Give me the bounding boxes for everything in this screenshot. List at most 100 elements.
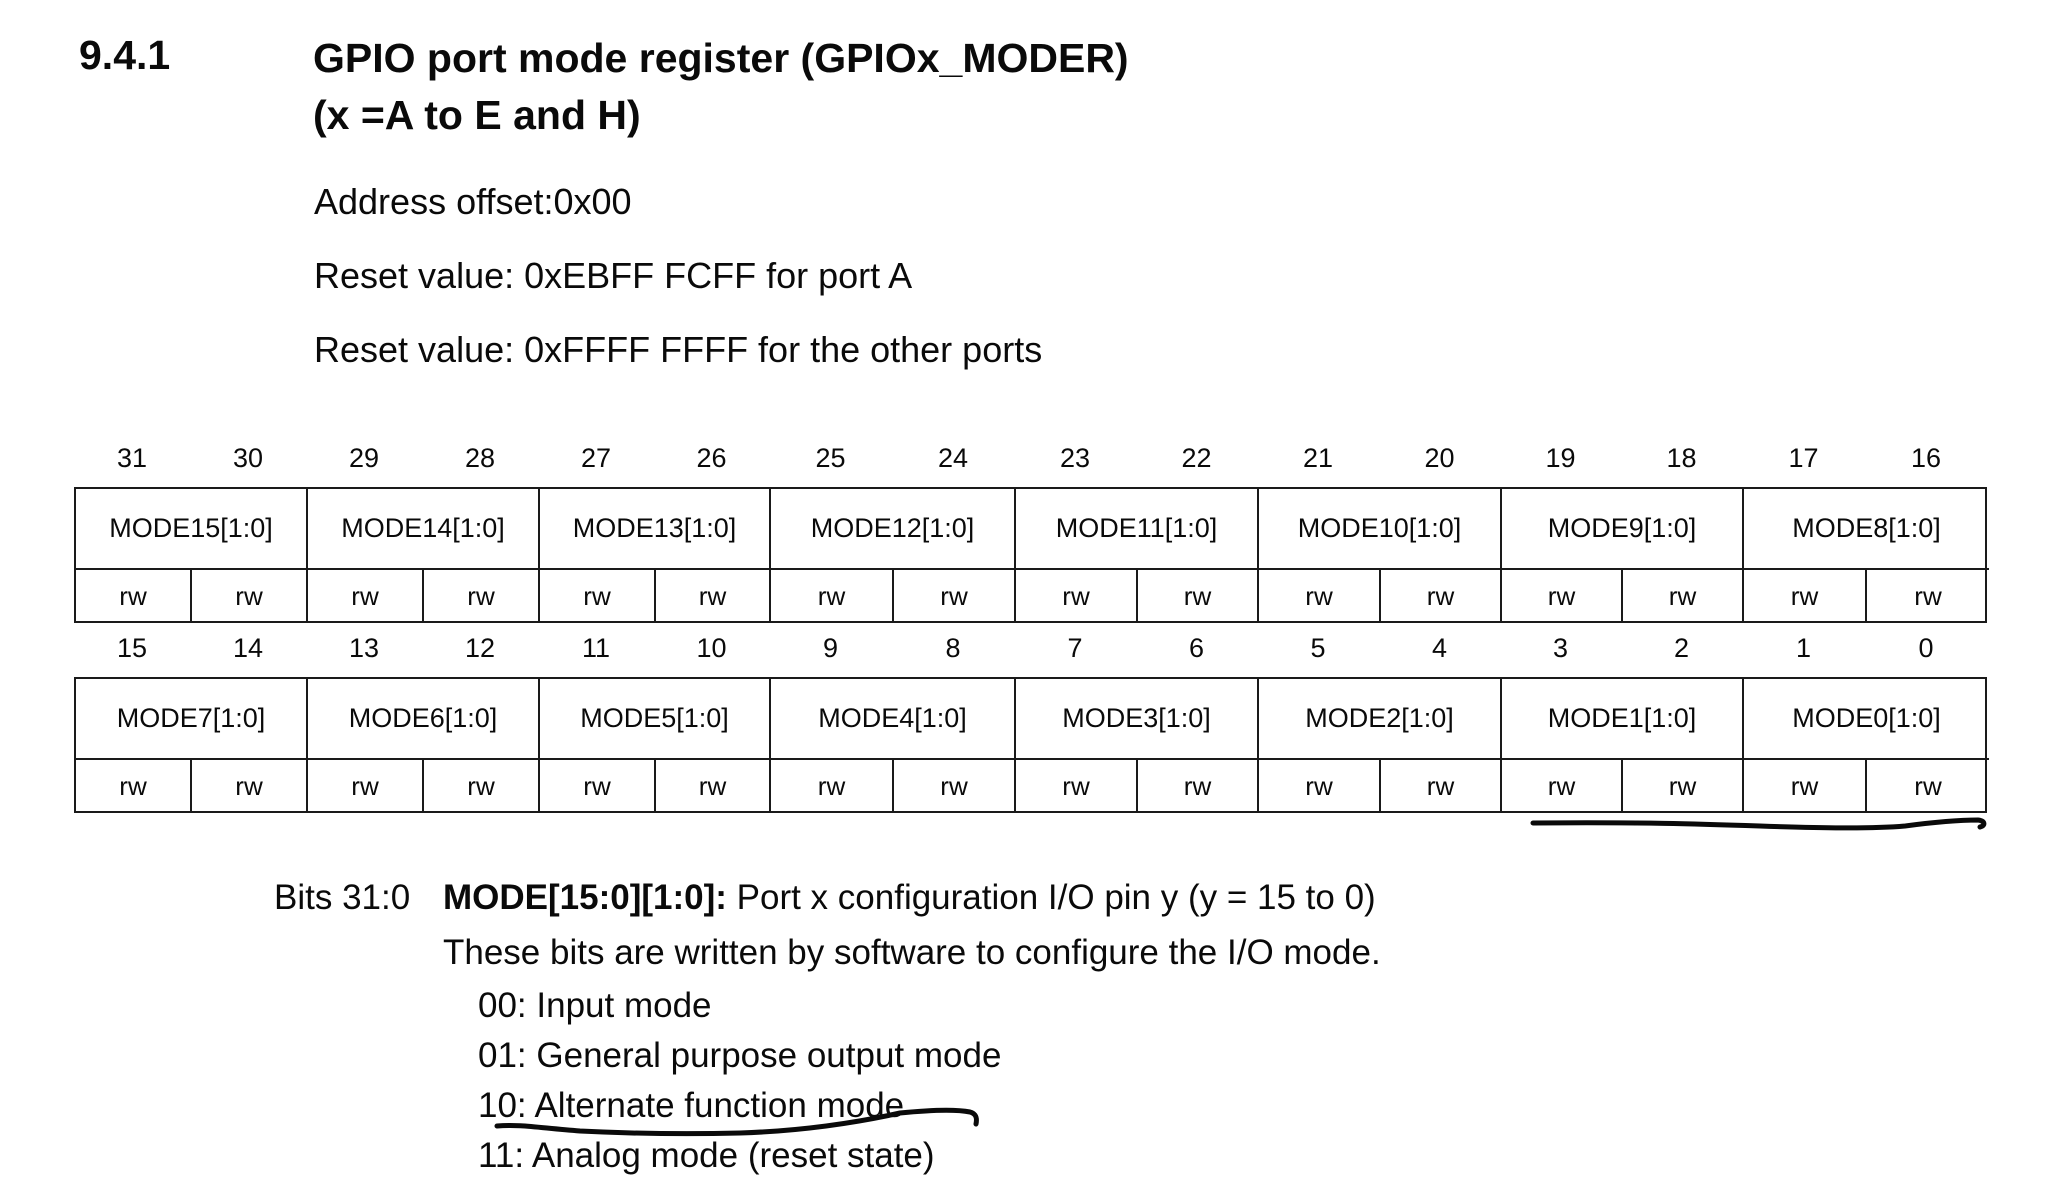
access-type-cell: rw: [1016, 570, 1138, 623]
bit-number: 13: [348, 633, 380, 663]
bit-number: 2: [1673, 633, 1690, 663]
bit-number: 26: [696, 443, 727, 473]
field-name: MODE[15:0][1:0]:: [443, 878, 727, 917]
register-field: MODE3[1:0]: [1016, 679, 1259, 760]
access-type-cell: rw: [1502, 570, 1623, 623]
mode-value-11: 11: Analog mode (reset state): [478, 1136, 935, 1175]
register-field: MODE1[1:0]: [1502, 679, 1744, 760]
access-type-cell: rw: [1502, 760, 1623, 813]
field-summary: Port x configuration I/O pin y (y = 15 t…: [726, 878, 1376, 917]
access-type-cell: rw: [76, 760, 192, 813]
register-field: MODE11[1:0]: [1016, 489, 1259, 570]
access-type-cell: rw: [1016, 760, 1138, 813]
reset-value-other-ports: Reset value: 0xFFFF FFFF for the other p…: [314, 329, 1043, 370]
register-field: MODE0[1:0]: [1744, 679, 1989, 760]
bit-number: 16: [1910, 443, 1942, 473]
access-type-cell: rw: [1259, 760, 1381, 813]
register-field: MODE2[1:0]: [1259, 679, 1502, 760]
register-field: MODE8[1:0]: [1744, 489, 1989, 570]
bit-number: 31: [116, 443, 148, 473]
bit-number: 14: [232, 633, 264, 663]
access-type-cell: rw: [1381, 760, 1502, 813]
mode-value-00: 00: Input mode: [478, 986, 712, 1025]
bit-number: 22: [1181, 443, 1212, 473]
bit-number: 3: [1552, 633, 1569, 663]
mode-value-10: 10: Alternate function mode: [478, 1086, 905, 1125]
access-type-cell: rw: [894, 760, 1016, 813]
register-field: MODE10[1:0]: [1259, 489, 1502, 570]
bit-number: 23: [1059, 443, 1091, 473]
bit-number: 6: [1188, 633, 1205, 663]
access-type-cell: rw: [1744, 760, 1867, 813]
bit-number-row-upper: 31 30 29 28 27 26 25 24 23 22 21 20 19 18 17 16: [74, 440, 1987, 476]
register-field: MODE15[1:0]: [76, 489, 308, 570]
access-type-cell: rw: [308, 570, 424, 623]
address-offset: Address offset:0x00: [314, 181, 632, 222]
bit-number: 21: [1302, 443, 1334, 473]
bit-number: 12: [464, 633, 496, 663]
bit-number: 30: [232, 443, 264, 473]
bit-number: 1: [1795, 633, 1812, 663]
access-type-cell: rw: [192, 570, 308, 623]
section-number: 9.4.1: [79, 32, 171, 78]
access-type-cell: rw: [192, 760, 308, 813]
access-type-cell: rw: [1623, 760, 1744, 813]
access-type-cell: rw: [656, 570, 771, 623]
section-title: GPIO port mode register (GPIOx_MODER) (x…: [313, 30, 1129, 144]
access-type-cell: rw: [424, 760, 540, 813]
field-description-line: MODE[15:0][1:0]: Port x configuration I/…: [443, 876, 1376, 920]
bit-number: 5: [1310, 633, 1326, 663]
register-field: MODE4[1:0]: [771, 679, 1016, 760]
register-field: MODE13[1:0]: [540, 489, 771, 570]
pen-underline-mode1-mode0: [1530, 817, 1987, 831]
access-type-cell: rw: [1138, 570, 1259, 623]
bit-number: 8: [945, 633, 961, 663]
access-type-cell: rw: [1914, 771, 1942, 801]
access-type-cell: rw: [894, 570, 1016, 623]
access-type-cell: rw: [308, 760, 424, 813]
access-type-cell: rw: [424, 570, 540, 623]
field-detail: These bits are written by software to co…: [443, 933, 1381, 972]
reset-value-port-a: Reset value: 0xEBFF FCFF for port A: [314, 255, 913, 296]
bit-number: 0: [1918, 633, 1934, 663]
bit-number: 29: [348, 443, 380, 473]
register-field: MODE7[1:0]: [76, 679, 308, 760]
access-type-cell: rw: [771, 570, 894, 623]
section-title-line2: (x =A to E and H): [313, 92, 641, 138]
bit-number: 20: [1424, 443, 1455, 473]
access-type-cell: rw: [1138, 760, 1259, 813]
access-type-cell: rw: [1623, 570, 1744, 623]
access-type-cell: rw: [656, 760, 771, 813]
register-row-upper: MODE15[1:0]MODE14[1:0]MODE13[1:0]MODE12[…: [74, 487, 1989, 623]
register-field: MODE5[1:0]: [540, 679, 771, 760]
bit-number: 25: [815, 443, 846, 473]
bit-number: 24: [937, 443, 969, 473]
bits-range-label: Bits 31:0: [274, 878, 411, 917]
bit-number: 27: [580, 443, 612, 473]
access-type-cell: rw: [76, 570, 192, 623]
access-type-cell: rw: [1914, 581, 1942, 611]
bit-number: 18: [1666, 443, 1697, 473]
bit-number: 9: [822, 633, 839, 663]
register-field: MODE12[1:0]: [771, 489, 1016, 570]
section-title-line1: GPIO port mode register (GPIOx_MODER): [313, 35, 1129, 81]
access-type-cell: rw: [540, 570, 656, 623]
bit-number: 10: [696, 633, 727, 663]
bit-number: 28: [464, 443, 496, 473]
register-field: MODE9[1:0]: [1502, 489, 1744, 570]
mode-value-01: 01: General purpose output mode: [478, 1036, 1002, 1075]
bit-number: 15: [116, 633, 148, 663]
bit-number: 17: [1788, 443, 1819, 473]
access-type-cell: rw: [1744, 570, 1867, 623]
bit-number: 4: [1431, 633, 1448, 663]
register-field: MODE14[1:0]: [308, 489, 540, 570]
register-field: MODE6[1:0]: [308, 679, 540, 760]
register-row-lower: MODE7[1:0]MODE6[1:0]MODE5[1:0]MODE4[1:0]…: [74, 677, 1989, 813]
access-type-cell: rw: [771, 760, 894, 813]
access-type-cell: rw: [540, 760, 656, 813]
access-type-cell: rw: [1381, 570, 1502, 623]
bit-number: 19: [1545, 443, 1576, 473]
access-type-cell: rw: [1259, 570, 1381, 623]
bit-number: 7: [1067, 633, 1083, 663]
